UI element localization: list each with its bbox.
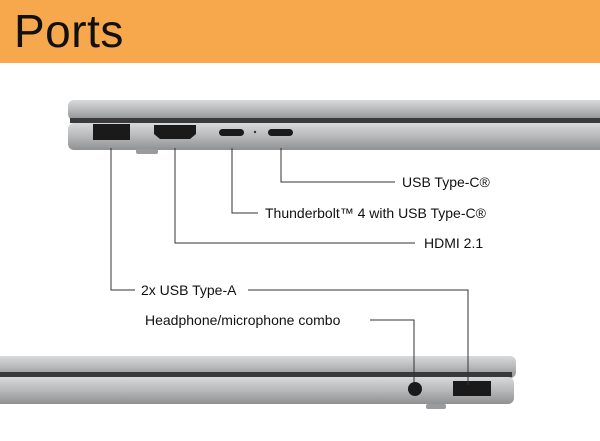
usb-a-port-left (93, 124, 130, 140)
page-title: Ports (14, 5, 124, 57)
usb-a-port-right (453, 381, 491, 396)
thunderbolt-port (219, 129, 244, 136)
usb-a-label: 2x USB Type-A (141, 282, 237, 298)
usb-c-port (268, 129, 293, 136)
hdmi-label: HDMI 2.1 (424, 235, 484, 251)
callout-lines (110, 148, 469, 385)
header-banner: Ports (0, 0, 600, 63)
headphone-label: Headphone/microphone combo (145, 312, 341, 328)
headphone-jack (408, 382, 422, 396)
thunderbolt-label: Thunderbolt™ 4 with USB Type-C® (265, 205, 486, 221)
laptop-right-side (0, 356, 516, 409)
usb-c-label: USB Type-C® (402, 174, 490, 190)
hdmi-port (154, 125, 196, 139)
laptop-left-side (68, 100, 600, 154)
